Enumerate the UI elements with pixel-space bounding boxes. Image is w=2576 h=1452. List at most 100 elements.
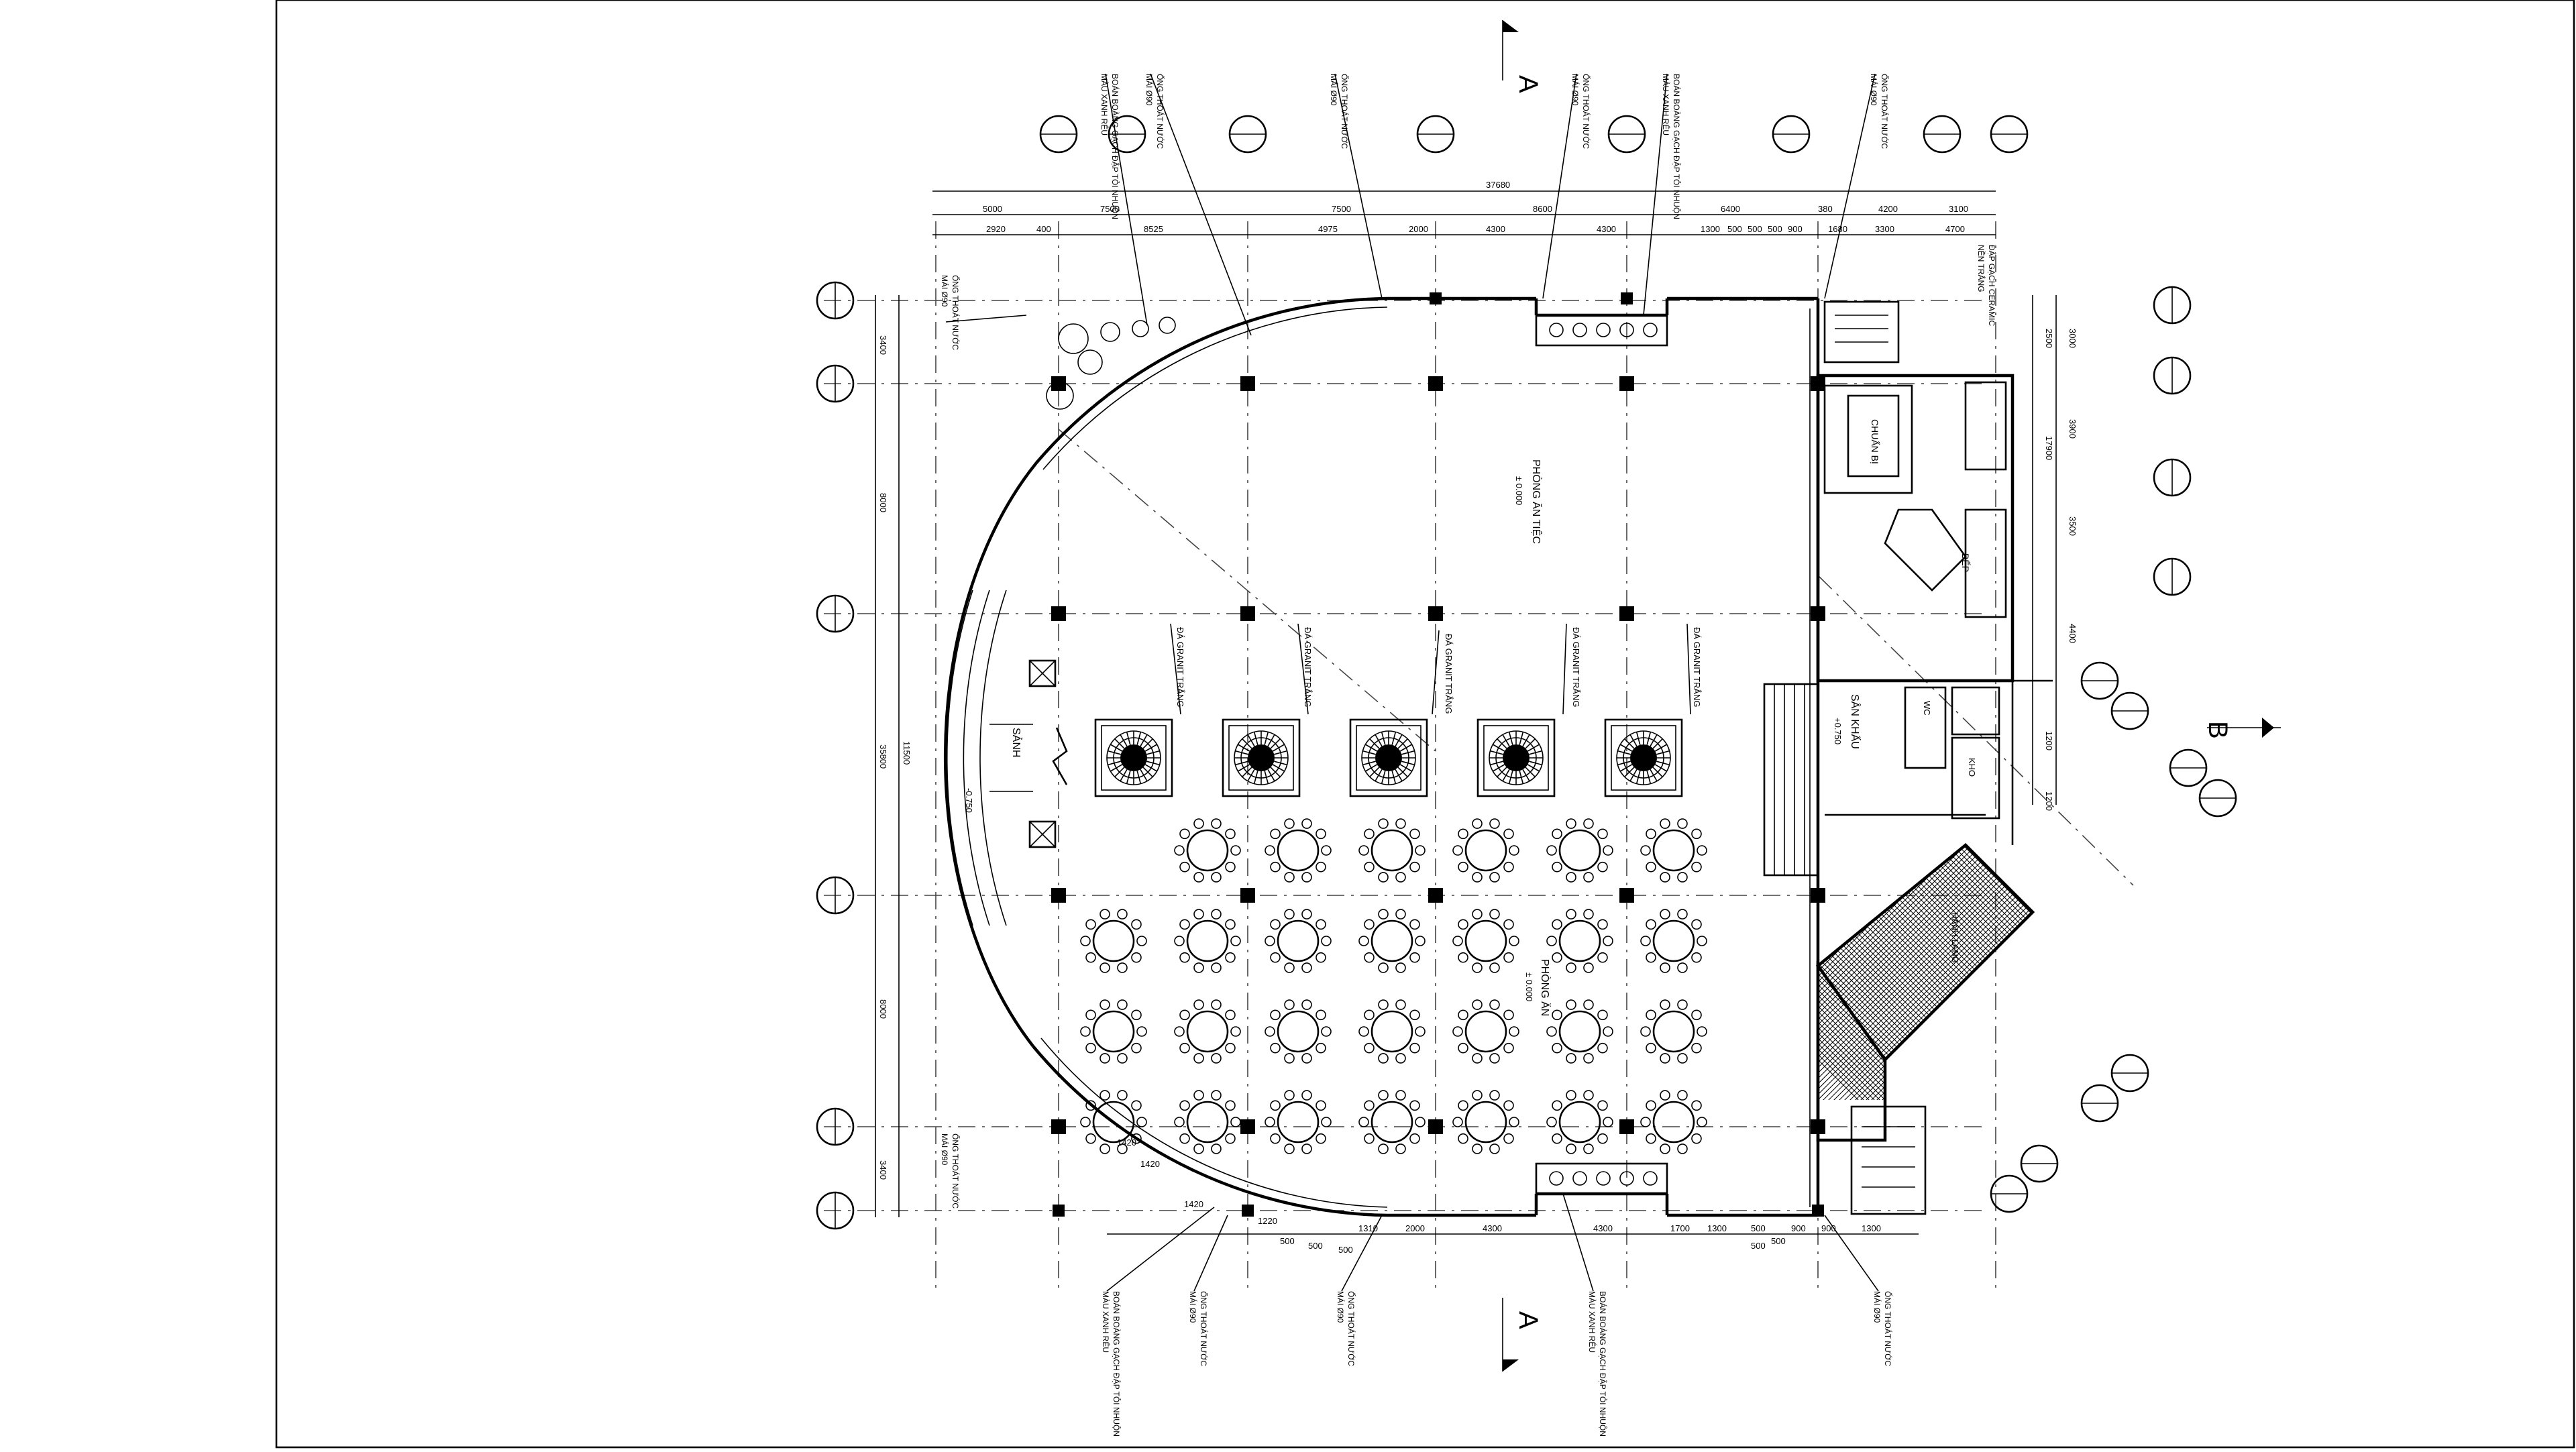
round-table [1080,1090,1147,1154]
callout-bottom-5-line2: MÁI Ø90 [1872,1291,1882,1323]
dim-top2-12: 900 [1788,224,1803,234]
callout-top-2-line1: ỐNG THOÁT NƯỚC [1155,74,1165,149]
dim-top-8: 3100 [1949,204,1968,214]
dim-right-4: 3500 [2068,516,2078,536]
round-table [1174,999,1241,1064]
section-marker-top: A [1502,20,1543,93]
column [1619,888,1634,903]
round-table [1452,1090,1519,1154]
round-table [1546,1090,1613,1154]
axis-bubble [2020,1144,2059,1183]
room-lobby-level: -0.750 [964,788,974,813]
callouts-side: ỐNG THOÁT NƯỚC MÁI Ø90 ỐNG THOÁT NƯỚC MÁ… [940,245,1997,1209]
column [1428,1119,1443,1134]
callout-left-top-line1: ỐNG THOÁT NƯỚC [951,275,961,350]
dim-top2-11: 500 [1768,224,1782,234]
axis-bubbles-left [816,281,855,1230]
round-table [1358,999,1426,1064]
callout-bottom-4-line2: MÀU XANH RÊU [1587,1291,1597,1353]
dim-bottom-9: 2000 [1405,1223,1425,1233]
dim-bottom-4: 1220 [1258,1216,1277,1226]
floor-medallion [1349,718,1428,797]
room-kitchen: BẾP [1960,553,1971,572]
room-main-hall-2: PHÒNG ĂN [1539,959,1552,1016]
column [1240,1119,1255,1134]
room-main-hall-level: ± 0.000 [1514,476,1524,505]
room-prep: CHUẨN BỊ [1870,419,1881,464]
dim-top2-3: 8525 [1144,224,1163,234]
axis-bubble [816,281,855,320]
callout-bottom-3-line2: MÁI Ø90 [1336,1291,1346,1323]
column [1619,376,1634,391]
axis-bubble [1772,115,1811,154]
dim-top-6: 380 [1818,204,1833,214]
section-label-bottom: A [1513,1311,1543,1329]
callout-left-bottom-line2: MÁI Ø90 [940,1133,950,1166]
floor-medallion [1222,718,1301,797]
dim-bottom-15: 500 [1771,1236,1786,1246]
axis-bubble [1607,115,1646,154]
dim-left-1: 3400 [878,335,888,355]
callout-bottom-4-line1: BOÁN BOÀNG GẠCH ĐẬP TỎI NHUỘN [1598,1291,1608,1437]
callout-bottom-5-line1: ỐNG THOÁT NƯỚC [1883,1291,1893,1366]
room-main-hall: PHÒNG ĂN TIỆC [1530,459,1543,544]
round-table [1640,999,1707,1064]
column [1430,292,1442,304]
dim-top-2: 7500 [1100,204,1120,214]
callout-right-top-line1: ĐẬP GẠCH CERAMIC [1987,245,1997,326]
dim-left-6: 3400 [878,1160,888,1180]
dim-top2-6: 4300 [1486,224,1505,234]
column [1053,1205,1065,1217]
dim-right-2: 3000 [2068,329,2078,348]
callout-left-bottom-line1: ỐNG THOÁT NƯỚC [951,1133,961,1209]
room-wc: WC [1922,701,1932,716]
callout-top-1-line2: MÀU XANH RÊU [1099,74,1110,135]
column [1811,376,1825,391]
room-main-hall-2-level: ± 0.000 [1524,972,1534,1001]
axis-bubble [1990,1174,2029,1213]
callout-left-top-line2: MÁI Ø90 [940,275,950,307]
axis-bubble [2153,557,2192,596]
dim-bottom-14: 500 [1751,1241,1766,1251]
column [1242,1205,1254,1217]
section-marker-bottom: A [1502,1298,1543,1372]
dim-top2-1: 2920 [986,224,1006,234]
axis-bubble [2153,356,2192,395]
round-table [1640,1090,1707,1154]
dim-top2-4: 4975 [1318,224,1338,234]
column [1619,1119,1634,1134]
plant-cluster [1046,317,1176,410]
round-table [1265,818,1332,883]
axis-bubble [2153,458,2192,497]
column [1621,292,1633,304]
column [1240,376,1255,391]
column [1240,606,1255,621]
structural-columns [1051,292,1825,1217]
round-table [1265,1090,1332,1154]
section-label-right: B [2203,721,2233,739]
axis-bubble [816,594,855,633]
column [1051,606,1066,621]
callout-top-4-line1: ỐNG THOÁT NƯỚC [1581,74,1591,149]
dim-top2-10: 500 [1748,224,1762,234]
axis-bubbles-top [1039,115,2029,154]
axis-bubble [816,1107,855,1146]
dim-top2-15: 4700 [1945,224,1965,234]
callouts-bottom: BOÁN BOÀNG GẠCH ĐẬP TỎI NHUỘN MÀU XANH R… [1101,1193,1893,1437]
callout-top-5-line2: MÀU XANH RÊU [1661,74,1671,135]
dim-top2-9: 500 [1727,224,1742,234]
column [1811,888,1825,903]
dim-top-4: 8600 [1533,204,1552,214]
dim-bottom-17: 900 [1791,1223,1806,1233]
dim-bottom-8: 1310 [1358,1223,1378,1233]
dim-bottom-19: 1300 [1862,1223,1881,1233]
round-table [1174,909,1241,973]
dim-left-2: 8000 [878,493,888,512]
section-marker-right: B [2203,718,2281,739]
dim-left-4: 11500 [902,741,912,765]
axis-bubble [1108,115,1146,154]
round-table [1546,999,1613,1064]
dim-bottom-10: 4300 [1483,1223,1502,1233]
callout-top-1-line1: BOÁN BOÀNG GẠCH ĐẬP TỎI NHUỘN [1110,74,1120,219]
